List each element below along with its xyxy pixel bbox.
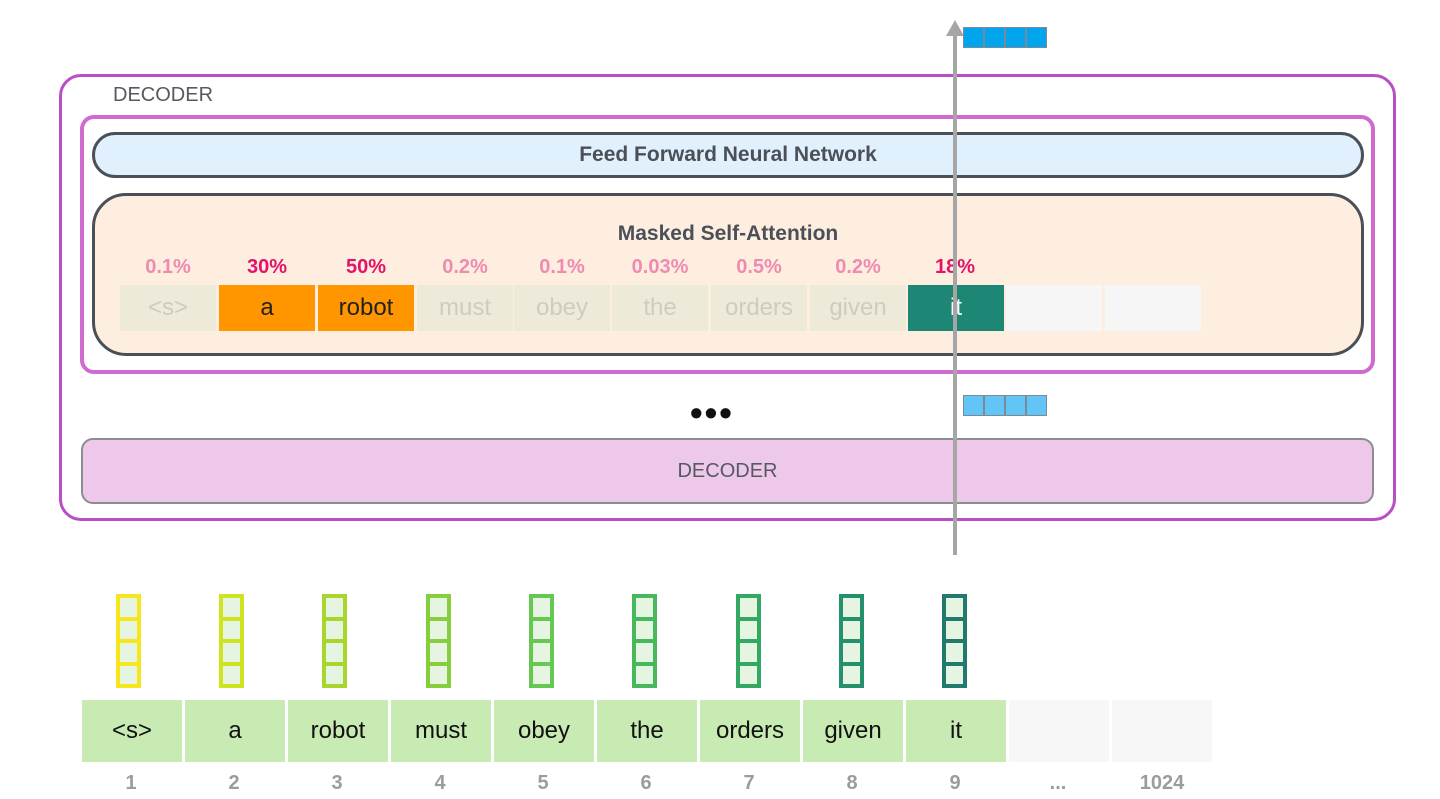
embedding-vector [942,594,967,688]
embedding-vector [632,594,657,688]
input-token: it [906,700,1006,762]
input-token: robot [288,700,388,762]
position-number: 2 [228,772,240,794]
embedding-vector [116,594,141,688]
lower-decoder-block: DECODER [81,438,1374,504]
stack-ellipsis: ••• [690,392,734,433]
masked-self-attention-label: Masked Self-Attention [617,222,839,245]
position-number: 6 [640,772,652,794]
attention-token: the [612,285,708,331]
input-token: a [185,700,285,762]
position-number: 7 [743,772,755,794]
attention-token-empty [1006,285,1102,331]
input-token-empty [1009,700,1109,762]
input-token-empty [1112,700,1212,762]
position-number: 1 [125,772,137,794]
attention-token: <s> [120,285,216,331]
position-number: 5 [537,772,549,794]
attention-token: a [219,285,315,331]
output-vector [963,27,1047,48]
embedding-vector [426,594,451,688]
flow-arrow-line [953,33,957,555]
attention-pct: 0.03% [631,256,689,278]
attention-token: robot [318,285,414,331]
attention-token-empty [1105,285,1201,331]
position-number: 9 [949,772,961,794]
position-number: ... [1049,772,1067,794]
position-number: 4 [434,772,446,794]
embedding-vector [736,594,761,688]
position-number: 3 [331,772,343,794]
hidden-state-vector [963,395,1047,416]
embedding-vector [322,594,347,688]
position-number: 1024 [1139,772,1185,794]
embedding-vector [219,594,244,688]
attention-pct: 0.1% [145,256,191,278]
attention-token: given [810,285,906,331]
embedding-vector [839,594,864,688]
decoder-block [80,115,1375,374]
embedding-vector [529,594,554,688]
decoder-stack [59,74,1396,521]
attention-pct: 0.5% [736,256,782,278]
position-number: 8 [846,772,858,794]
attention-pct: 0.2% [835,256,881,278]
attention-pct: 30% [246,256,288,278]
attention-pct: 0.2% [442,256,488,278]
input-token: obey [494,700,594,762]
attention-pct: 50% [345,256,387,278]
input-token: orders [700,700,800,762]
attention-pct: 0.1% [539,256,585,278]
feed-forward-layer: Feed Forward Neural Network [92,132,1364,178]
attention-token: must [417,285,513,331]
decoder-stack-label: DECODER [113,84,214,106]
attention-token: orders [711,285,807,331]
input-token: the [597,700,697,762]
input-token: must [391,700,491,762]
flow-arrow-head [946,20,964,36]
input-token: <s> [82,700,182,762]
input-token: given [803,700,903,762]
attention-token: obey [514,285,610,331]
